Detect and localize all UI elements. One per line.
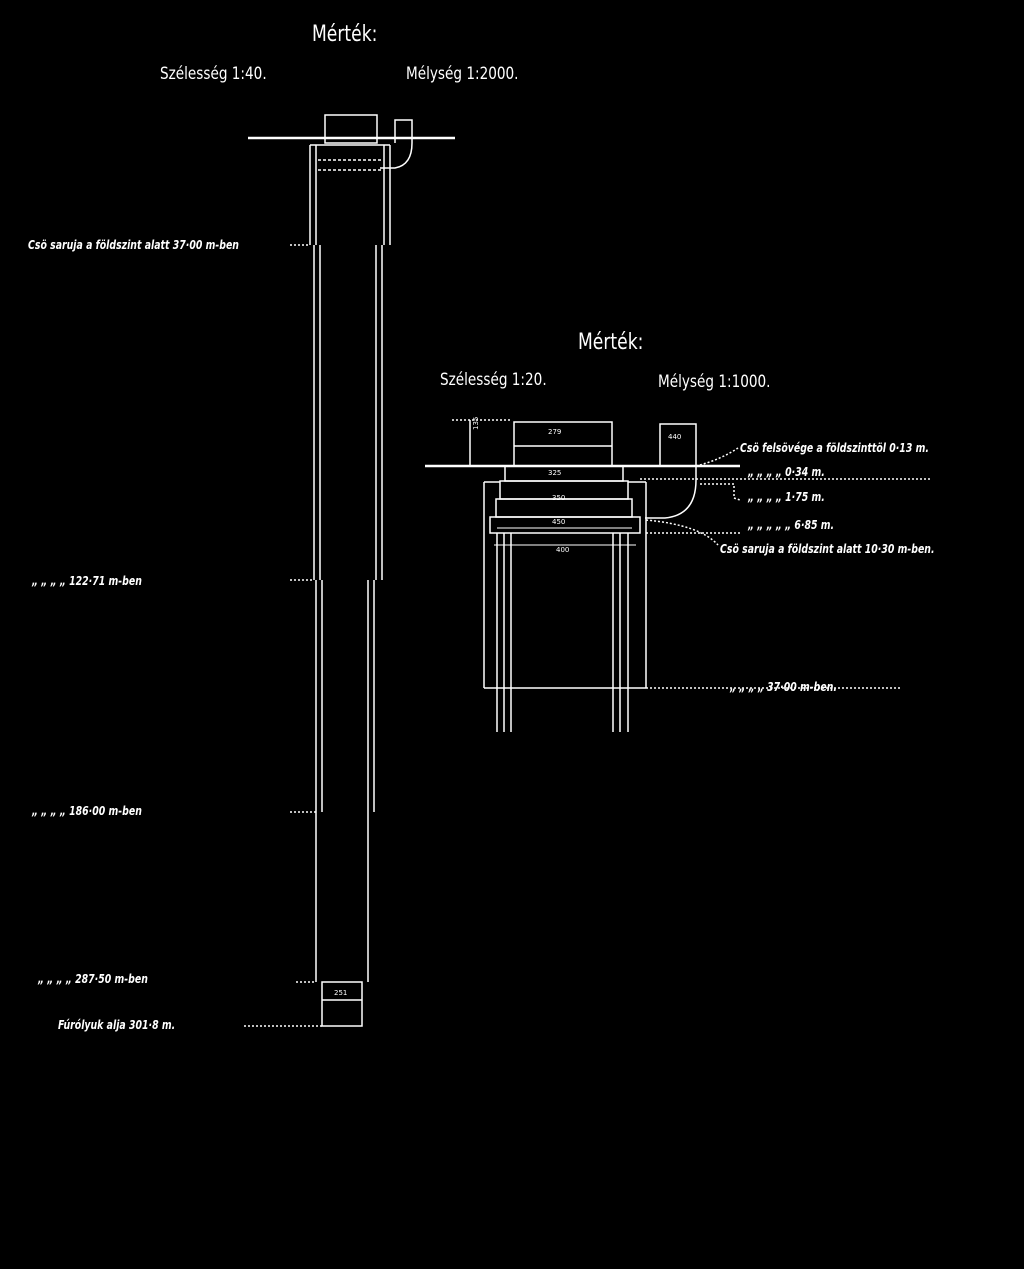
dim-251: 251 xyxy=(334,989,348,997)
left-head-cap xyxy=(324,114,378,144)
label-175: „ „ „ „ 1·75 m. xyxy=(748,490,825,504)
dim-height: 135 xyxy=(472,416,480,430)
left-width-scale: Szélesség 1:40. xyxy=(160,64,267,84)
right-outlet-pipe xyxy=(645,423,697,519)
dim-400: 400 xyxy=(556,546,570,554)
label-287: „ „ „ „ 287·50 m-ben xyxy=(38,972,148,986)
label-shoe-37: Csö saruja a földszint alatt 37·00 m-ben xyxy=(28,238,239,252)
label-122: „ „ „ „ 122·71 m-ben xyxy=(32,574,142,588)
left-depth-scale: Mélység 1:2000. xyxy=(406,64,519,84)
dim-325: 325 xyxy=(548,469,562,477)
right-width-scale: Szélesség 1:20. xyxy=(440,370,547,390)
left-scale-title: Mérték: xyxy=(312,22,378,47)
label-borehole-bottom: Fúrólyuk alja 301·8 m. xyxy=(58,1018,176,1032)
dim-350: 350 xyxy=(552,494,566,502)
right-depth-scale: Mélység 1:1000. xyxy=(658,372,771,392)
right-scale-title: Mérték: xyxy=(578,330,644,355)
left-outlet-pipe xyxy=(380,119,413,169)
label-top-end: Csö felsövége a földszinttöl 0·13 m. xyxy=(740,441,929,455)
dim-450: 450 xyxy=(552,518,566,526)
label-shoe-1030: Csö saruja a földszint alatt 10·30 m-ben… xyxy=(720,542,935,556)
right-flange-1 xyxy=(504,465,624,482)
dim-440: 440 xyxy=(668,433,682,441)
leader-175 xyxy=(700,483,741,501)
label-186: „ „ „ „ 186·00 m-ben xyxy=(32,804,142,818)
label-034: „ „ „ „ 0·34 m. xyxy=(748,465,825,479)
label-37-right: „ „ „ „ 37·00 m-ben. xyxy=(730,680,837,694)
right-flange-4 xyxy=(489,516,641,534)
right-head-cap xyxy=(513,421,613,467)
leader-013 xyxy=(695,447,739,467)
left-borehole-bottom xyxy=(321,981,363,1027)
leader-1030 xyxy=(645,519,719,546)
label-685: „ „ „ „ „ 6·85 m. xyxy=(748,518,835,532)
dim-279: 279 xyxy=(548,428,562,436)
